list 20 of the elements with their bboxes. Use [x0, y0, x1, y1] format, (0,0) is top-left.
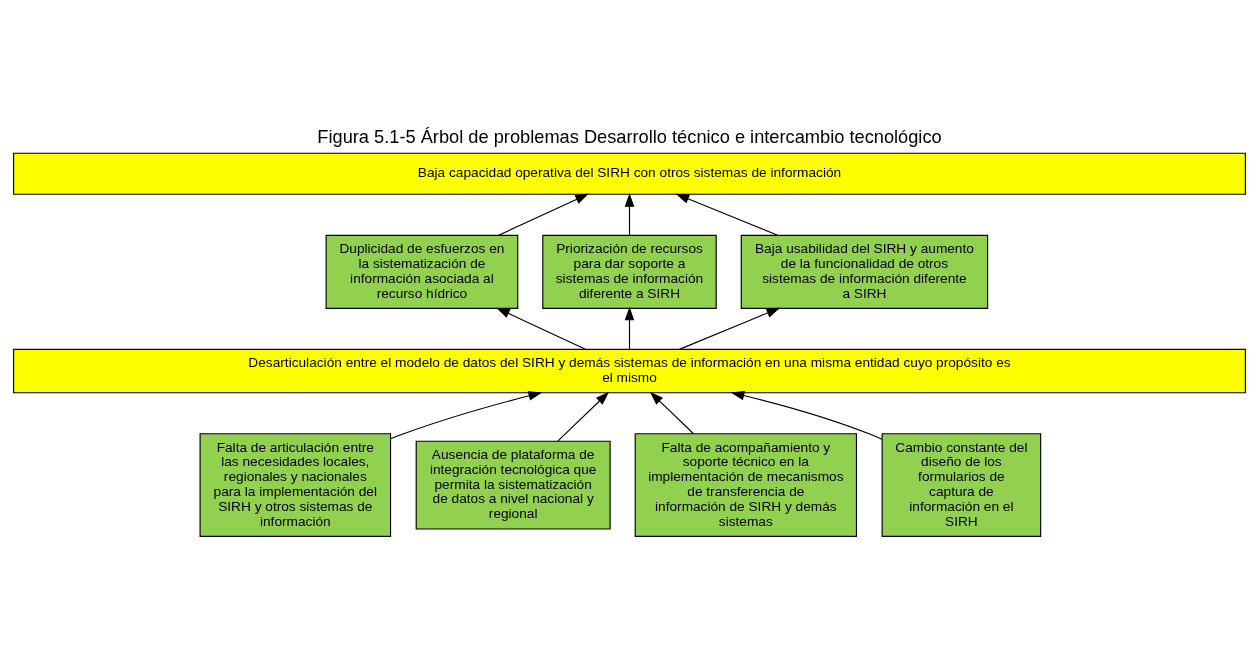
node-box: Cambio constante del diseño de los formularios de captura de información en el SIRH	[881, 432, 1042, 537]
node-box: Baja capacidad operativa del SIRH con otros sistemas de información	[13, 152, 1246, 195]
node-box: Desarticulación entre el modelo de datos del SIRH y demás sistemas de información en una misma entidad cuyo propósito es el mismo	[13, 348, 1246, 393]
node-box: Falta de acompañamiento y soporte técnico en la implementación de mecanismos de transferencia de información de SIRH y demás sistemas	[634, 432, 858, 537]
node-box: Duplicidad de esfuerzos en la sistematización de información asociada al recurso hídrico	[325, 234, 519, 309]
arrow	[498, 193, 589, 236]
arrow	[390, 390, 543, 439]
arrow	[557, 391, 610, 442]
node-box: Baja usabilidad del SIRH y aumento de la funcionalidad de otros sistemas de información diferente a SIRH	[740, 234, 989, 309]
node-box: Priorización de recursos para dar soporte a sistemas de información diferente a SIRH	[542, 234, 717, 309]
node-box: Falta de articulación entre las necesidades locales, regionales y nacionales para la implementación del SIRH y otros sistemas de información	[199, 432, 392, 537]
arrow	[675, 193, 779, 236]
arrow	[730, 390, 883, 440]
node-box: Ausencia de plataforma de integración tecnológica que permita la sistematización de datos a nivel nacional y regional	[415, 440, 611, 530]
arrow	[649, 391, 695, 434]
arrow	[624, 306, 635, 350]
diagram-title: Figura 5.1-5 Árbol de problemas Desarrollo técnico e intercambio tecnológico	[317, 125, 942, 147]
arrow	[678, 307, 781, 350]
arrow	[496, 307, 587, 350]
arrow	[624, 192, 635, 236]
